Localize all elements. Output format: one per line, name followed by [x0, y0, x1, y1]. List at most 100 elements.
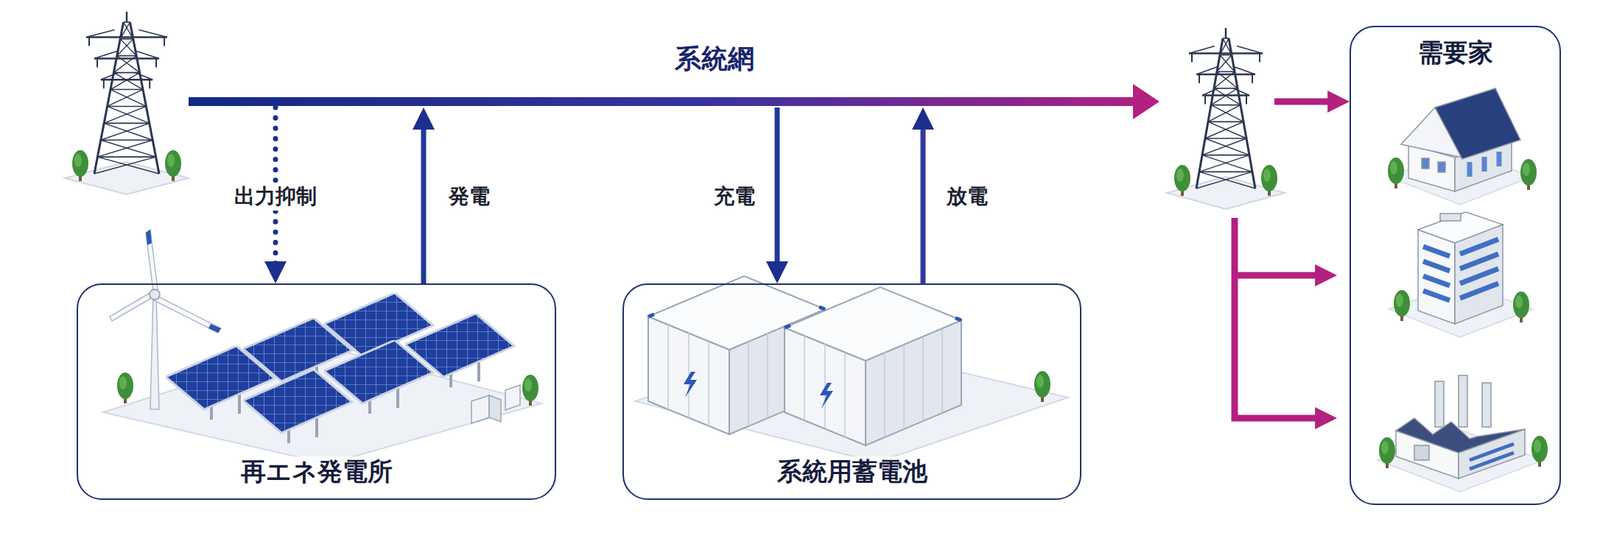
transmission-tower-part — [123, 21, 131, 23]
transmission-tower-part — [1216, 55, 1232, 73]
office-building-part — [1418, 212, 1503, 244]
transmission-tower-part — [110, 72, 140, 90]
transmission-tower-part — [103, 123, 153, 140]
renewable-plant-part — [153, 296, 221, 333]
transmission-tower-part — [1258, 53, 1261, 62]
transmission-tower-part — [94, 156, 157, 174]
branch-arrows — [1234, 218, 1323, 419]
flow-arrow — [1274, 98, 1335, 106]
office-building-part — [1423, 239, 1499, 301]
transmission-tower-part — [110, 89, 143, 91]
grid-band: 系統網 — [184, 41, 1275, 108]
renewable-plant-part — [117, 372, 134, 404]
transmission-tower-part — [120, 39, 137, 56]
transmission-tower-part — [1211, 104, 1241, 107]
battery-containers-part — [683, 372, 697, 398]
transmission-tower-part — [1208, 121, 1244, 124]
transmission-tower-part — [117, 39, 134, 56]
transmission-tower-part — [1202, 94, 1250, 97]
edge-label: 発電 — [444, 182, 495, 211]
plant-box: 再エネ発電所 — [76, 283, 557, 501]
factory — [1377, 375, 1548, 493]
transmission-tower-part — [1202, 88, 1219, 96]
transmission-tower-part — [1211, 105, 1244, 123]
transmission-tower-part — [96, 58, 98, 68]
transmission-tower-part — [1188, 45, 1215, 54]
renewable-plant-part — [145, 229, 158, 292]
node-title: 系統用蓄電池 — [771, 456, 934, 487]
transmission-tower-part — [94, 50, 118, 59]
renewable-plant-part — [471, 395, 490, 424]
transmission-tower-part — [1202, 154, 1250, 157]
factory-part — [1531, 436, 1548, 468]
transmission-tower-part — [1228, 38, 1256, 189]
house-part — [1437, 162, 1446, 173]
transmission-tower-part — [1202, 155, 1253, 173]
branch-arrows-part — [1234, 272, 1323, 280]
transmission-tower — [64, 11, 189, 195]
transmission-tower-part — [107, 89, 143, 107]
house — [1387, 88, 1537, 205]
transmission-tower-part — [107, 106, 147, 108]
house-part — [1434, 88, 1521, 160]
factory-part — [1414, 445, 1430, 461]
transmission-tower-part — [103, 123, 150, 125]
factory-part — [1458, 375, 1468, 428]
renewable-plant-part — [109, 292, 153, 322]
edge-label: 充電 — [709, 182, 760, 211]
transmission-tower-part — [97, 156, 156, 158]
transmission-tower-part — [100, 139, 153, 141]
transmission-tower-part — [1208, 121, 1247, 139]
transmission-tower-part — [1222, 37, 1229, 40]
transmission-tower-part — [1219, 55, 1235, 73]
transmission-tower-part — [155, 58, 157, 68]
factory-part — [1482, 383, 1491, 428]
transmission-tower-part — [165, 150, 182, 182]
renewable-plant-part — [150, 293, 160, 410]
renewable-plant-part — [145, 229, 152, 246]
transmission-tower-part — [88, 37, 90, 47]
transmission-tower-part — [1198, 74, 1200, 84]
transmission-tower-part — [163, 37, 166, 47]
transmission-tower-part — [100, 72, 120, 80]
transmission-tower-part — [1199, 171, 1256, 189]
transmission-tower-part — [94, 22, 124, 174]
transmission-tower-part — [107, 106, 150, 124]
grid-bar-part — [188, 97, 1139, 107]
battery-containers-part — [648, 307, 962, 328]
office-building — [1388, 212, 1533, 338]
transmission-tower-part — [1211, 88, 1238, 106]
transmission-tower-part — [1205, 138, 1250, 156]
transmission-tower-part — [103, 79, 105, 89]
factory-part — [1434, 381, 1444, 428]
transmission-tower-part — [97, 139, 153, 157]
house-part — [1469, 151, 1500, 177]
transmission-tower-part — [86, 36, 168, 39]
transmission-tower-part — [1188, 52, 1263, 55]
transmission-tower-part — [1225, 27, 1228, 39]
edge-label: 出力抑制 — [229, 182, 322, 211]
house-part — [1387, 157, 1405, 189]
transmission-tower-part — [1205, 121, 1244, 139]
transmission-tower-part — [1216, 71, 1235, 73]
factory-part — [1379, 437, 1396, 469]
transmission-tower-part — [1196, 38, 1223, 189]
flow-arrow — [774, 107, 781, 269]
node-title: 需要家 — [1412, 37, 1500, 68]
grid-bar-part — [1132, 83, 1160, 120]
transmission-tower-part — [117, 55, 137, 57]
transmission-tower-part — [1205, 137, 1247, 140]
transmission-tower-part — [1213, 88, 1241, 106]
renewable-plant-part — [489, 395, 501, 423]
transmission-tower-part — [139, 30, 168, 38]
transmission-tower-part — [100, 78, 153, 82]
flow-arrow — [421, 122, 427, 284]
transmission-tower-part — [1196, 171, 1253, 189]
transmission-tower-part — [1234, 67, 1256, 75]
transmission-tower-part — [72, 150, 89, 182]
transmission-tower-part — [97, 156, 160, 174]
transmission-tower-part — [113, 72, 143, 90]
transmission-tower — [1166, 27, 1285, 210]
